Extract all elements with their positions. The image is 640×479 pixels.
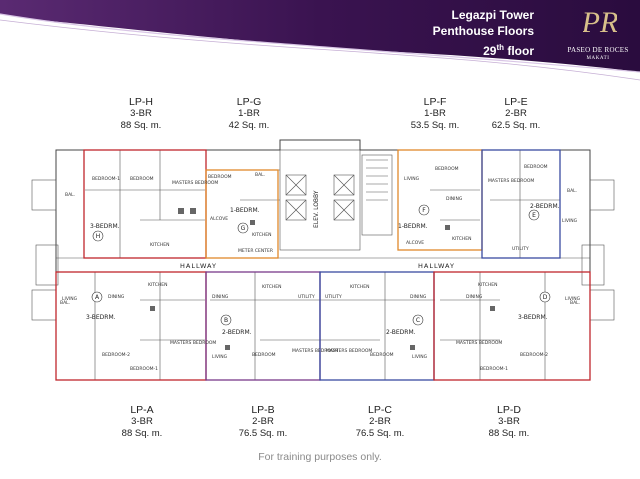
- svg-text:MASTERS BEDROOM: MASTERS BEDROOM: [172, 180, 218, 186]
- svg-text:3-BEDRM.: 3-BEDRM.: [90, 223, 120, 230]
- unit-label-lp-h: LP-H 3-BR 88 Sq. m.: [120, 96, 162, 131]
- svg-text:LIVING: LIVING: [62, 296, 78, 302]
- svg-text:BAL.: BAL.: [65, 192, 75, 198]
- elev-lobby-label: ELEV. LOBBY: [313, 190, 320, 228]
- svg-text:BAL.: BAL.: [60, 300, 70, 306]
- header-title-building: Legazpi Tower: [451, 8, 534, 22]
- svg-text:2-BEDRM.: 2-BEDRM.: [386, 329, 416, 336]
- unit-label-lp-f: LP-F 1-BR 53.5 Sq. m.: [410, 96, 460, 131]
- svg-text:BEDROOM-2: BEDROOM-2: [102, 352, 130, 358]
- svg-text:DINING: DINING: [410, 294, 427, 300]
- unit-outline-lp-f: [397, 149, 483, 251]
- svg-text:BEDROOM: BEDROOM: [208, 174, 232, 180]
- svg-text:ALCOVE: ALCOVE: [210, 216, 228, 222]
- svg-text:DINING: DINING: [212, 294, 229, 300]
- svg-text:D: D: [543, 294, 548, 301]
- hallway-label-right: HALLWAY: [418, 262, 455, 270]
- unit-outline-lp-a: [55, 271, 207, 381]
- svg-text:BEDROOM: BEDROOM: [435, 166, 459, 172]
- unit-label-lp-a: LP-A 3-BR 88 Sq. m.: [121, 404, 163, 439]
- svg-text:BEDROOM-1: BEDROOM-1: [92, 176, 120, 182]
- svg-text:C: C: [416, 317, 420, 324]
- unit-outline-lp-d: [433, 271, 591, 381]
- svg-text:BAL.: BAL.: [255, 172, 265, 178]
- svg-text:LIVING: LIVING: [404, 176, 420, 182]
- pr-logo-icon: PR: [583, 6, 617, 39]
- header-banner: [0, 0, 640, 81]
- svg-text:KITCHEN: KITCHEN: [350, 284, 370, 290]
- svg-text:DINING: DINING: [108, 294, 125, 300]
- svg-text:E: E: [532, 212, 536, 219]
- svg-text:BEDROOM: BEDROOM: [524, 164, 548, 170]
- unit-label-lp-g: LP-G 1-BR 42 Sq. m.: [228, 96, 270, 131]
- svg-text:MASTERS BEDROOM: MASTERS BEDROOM: [456, 340, 502, 346]
- unit-label-lp-d: LP-D 3-BR 88 Sq. m.: [488, 404, 530, 439]
- svg-text:3-BEDRM.: 3-BEDRM.: [86, 314, 116, 321]
- hallway-label-left: HALLWAY: [180, 262, 217, 270]
- svg-text:BAL.: BAL.: [570, 300, 580, 306]
- svg-text:BEDROOM: BEDROOM: [370, 352, 394, 358]
- svg-text:B: B: [224, 317, 228, 324]
- svg-text:G: G: [241, 225, 246, 232]
- svg-text:BEDROOM: BEDROOM: [252, 352, 276, 358]
- header-title-floors: Penthouse Floors: [432, 24, 534, 38]
- svg-text:A: A: [95, 294, 100, 301]
- svg-text:LIVING: LIVING: [212, 354, 228, 360]
- svg-text:LIVING: LIVING: [562, 218, 578, 224]
- svg-text:2-BEDRM.: 2-BEDRM.: [222, 329, 252, 336]
- svg-text:KITCHEN: KITCHEN: [262, 284, 282, 290]
- svg-text:1-BEDRM.: 1-BEDRM.: [230, 207, 260, 214]
- unit-label-lp-c: LP-C 2-BR 76.5 Sq. m.: [355, 404, 405, 439]
- meter-center-label: METER CENTER: [238, 248, 273, 254]
- svg-text:BEDROOM-1: BEDROOM-1: [130, 366, 158, 372]
- svg-text:MASTERS BEDROOM: MASTERS BEDROOM: [292, 348, 338, 354]
- svg-text:MASTERS BEDROOM: MASTERS BEDROOM: [170, 340, 216, 346]
- svg-text:MASTERS BEDROOM: MASTERS BEDROOM: [488, 178, 534, 184]
- svg-text:KITCHEN: KITCHEN: [252, 232, 272, 238]
- svg-text:3-BEDRM.: 3-BEDRM.: [518, 314, 548, 321]
- svg-text:H: H: [96, 233, 101, 240]
- svg-text:F: F: [422, 207, 426, 214]
- logo-city: MAKATI: [586, 56, 610, 61]
- svg-text:KITCHEN: KITCHEN: [452, 236, 472, 242]
- svg-text:KITCHEN: KITCHEN: [150, 242, 170, 248]
- svg-text:UTILITY: UTILITY: [325, 294, 342, 300]
- unit-outline-lp-g: [205, 169, 279, 259]
- svg-text:BEDROOM: BEDROOM: [130, 176, 154, 182]
- svg-text:KITCHEN: KITCHEN: [478, 282, 498, 288]
- svg-text:BAL.: BAL.: [567, 188, 577, 194]
- svg-text:1-BEDRM.: 1-BEDRM.: [398, 223, 428, 230]
- unit-label-lp-e: LP-E 2-BR 62.5 Sq. m.: [491, 96, 541, 131]
- unit-label-lp-b: LP-B 2-BR 76.5 Sq. m.: [238, 404, 288, 439]
- unit-outline-lp-h: [83, 149, 207, 259]
- svg-text:UTILITY: UTILITY: [298, 294, 315, 300]
- svg-text:DINING: DINING: [466, 294, 483, 300]
- svg-text:UTILITY: UTILITY: [512, 246, 529, 252]
- logo-name: PASEO DE ROCES: [567, 46, 629, 54]
- svg-text:LIVING: LIVING: [565, 296, 581, 302]
- svg-text:BEDROOM-1: BEDROOM-1: [480, 366, 508, 372]
- svg-text:ALCOVE: ALCOVE: [406, 240, 424, 246]
- header-title-floor-number: 29th floor: [483, 43, 534, 58]
- footer-disclaimer: For training purposes only.: [258, 451, 382, 463]
- svg-text:BEDROOM-2: BEDROOM-2: [520, 352, 548, 358]
- svg-text:MASTERS BEDROOM: MASTERS BEDROOM: [326, 348, 372, 354]
- unit-outline-lp-e: [481, 149, 561, 259]
- svg-text:DINING: DINING: [446, 196, 463, 202]
- svg-text:2-BEDRM.: 2-BEDRM.: [530, 203, 560, 210]
- svg-text:LIVING: LIVING: [412, 354, 428, 360]
- svg-text:KITCHEN: KITCHEN: [148, 282, 168, 288]
- unit-outline-lp-c: [319, 271, 435, 381]
- svg-text:PR: PR: [583, 6, 617, 39]
